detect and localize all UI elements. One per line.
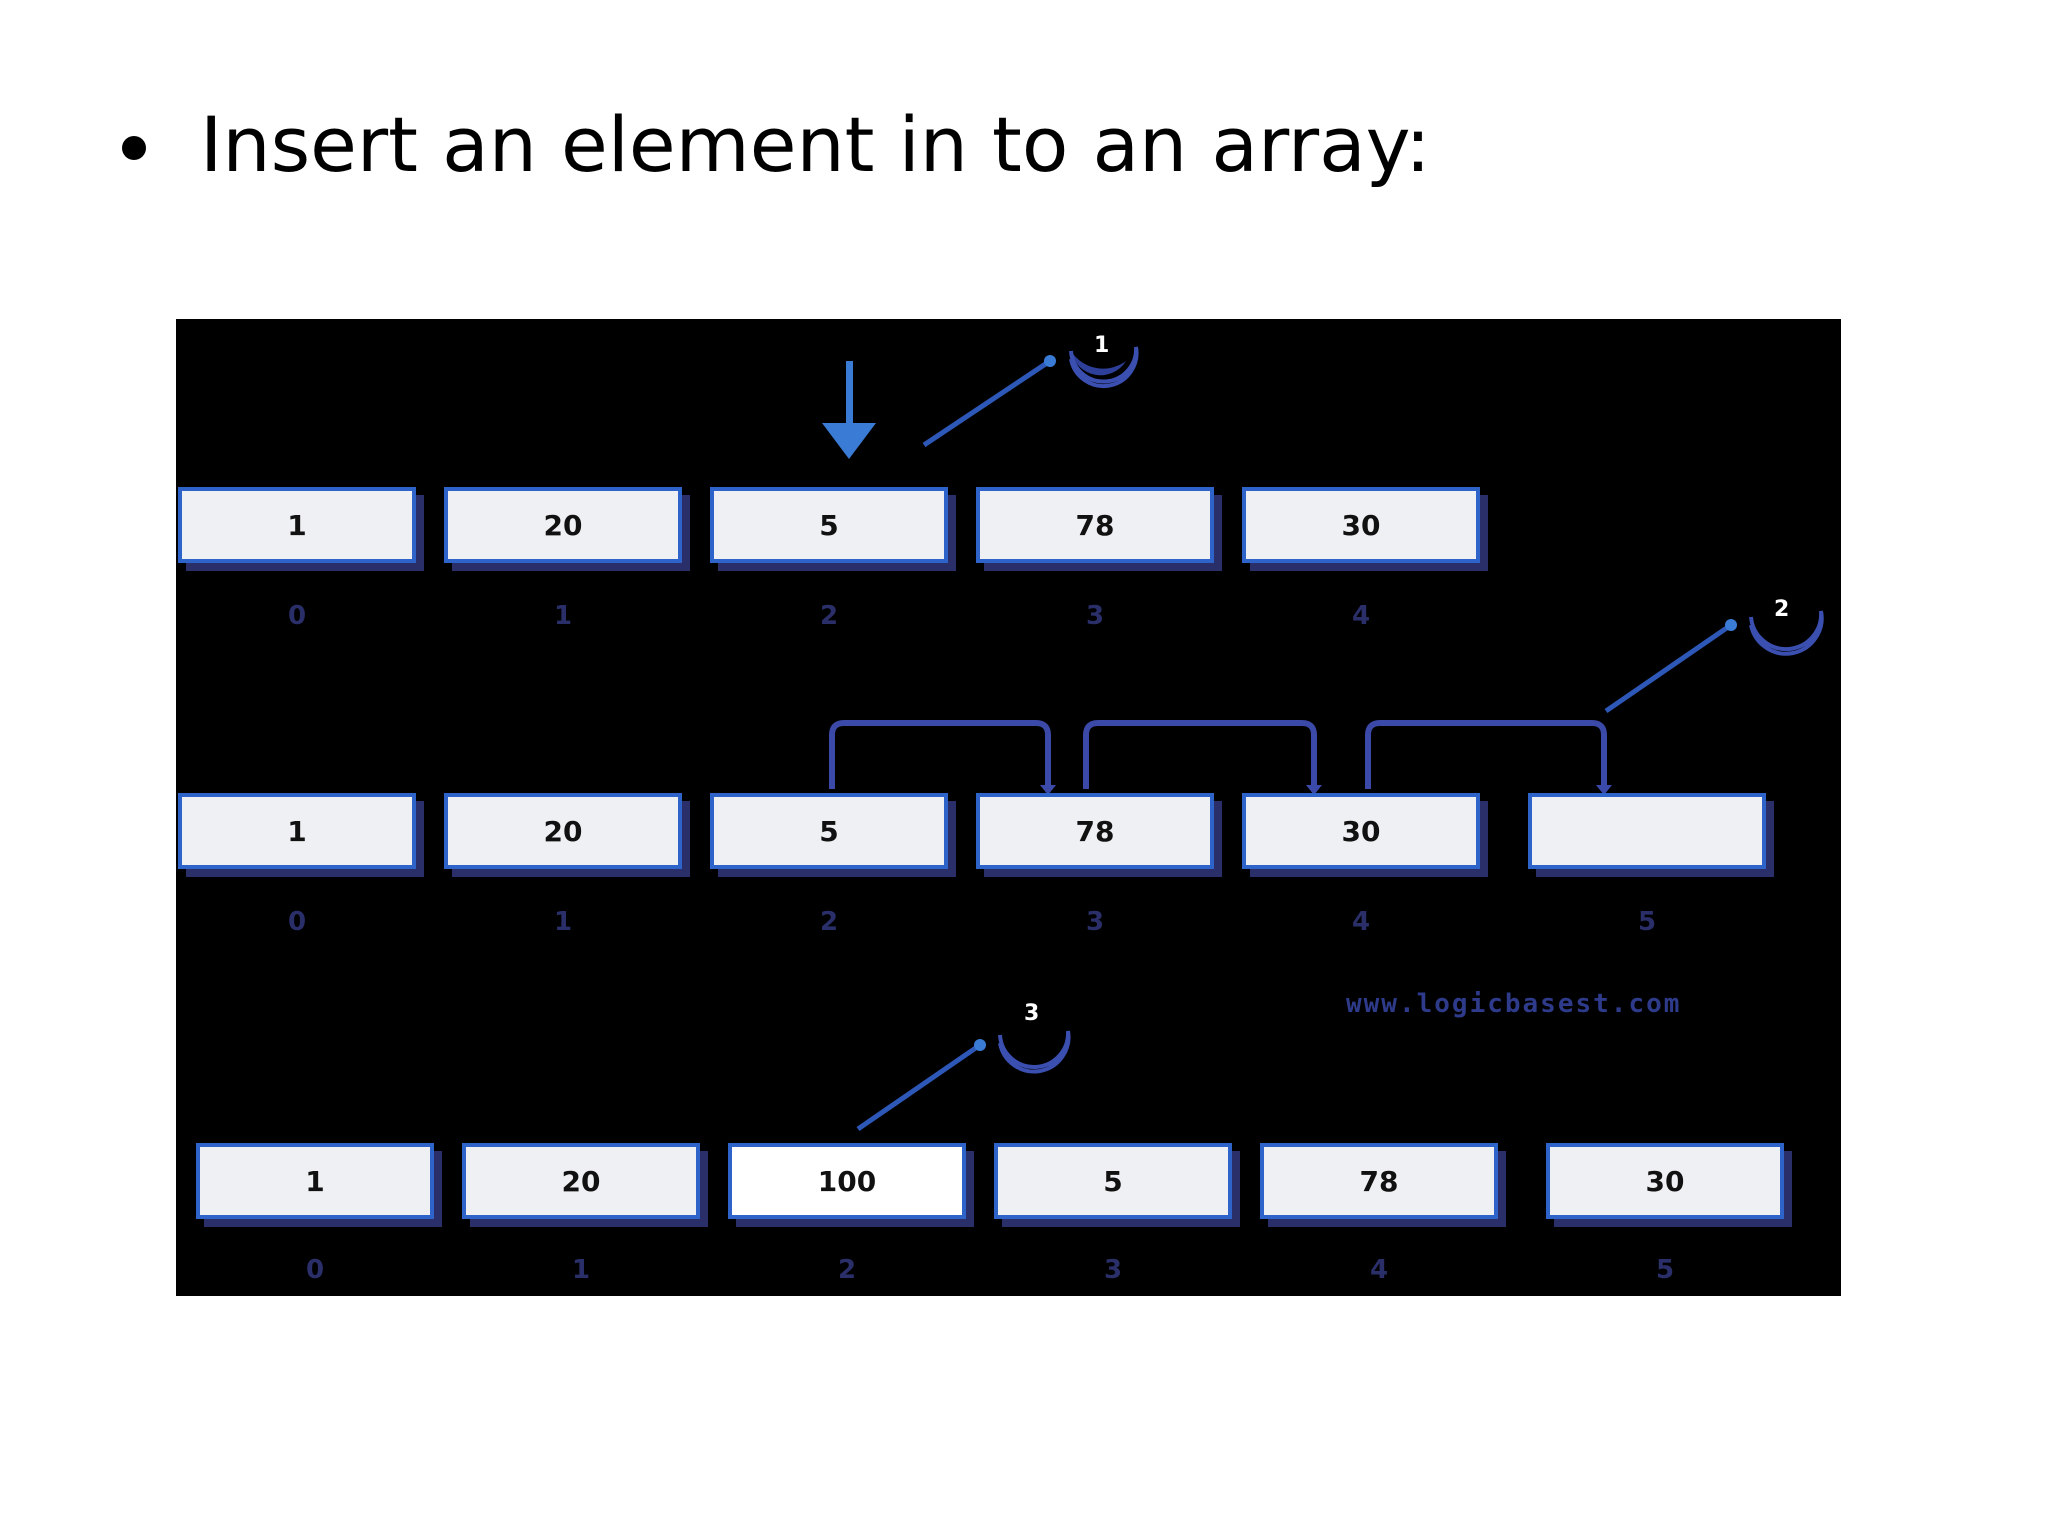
slide-title: Insert an element in to an array: — [200, 100, 1431, 189]
row2-index: 5 — [1637, 907, 1657, 937]
row1-index: 0 — [287, 601, 307, 631]
row1-index: 4 — [1351, 601, 1371, 631]
row2-cell: 1 — [178, 793, 416, 869]
row3-cell: 30 — [1546, 1143, 1784, 1219]
row2-index: 3 — [1085, 907, 1105, 937]
row2-index: 1 — [553, 907, 573, 937]
row2-index: 0 — [287, 907, 307, 937]
step-label-2: 2 — [1774, 597, 1790, 622]
row3-index: 3 — [1103, 1255, 1123, 1285]
step-label-1: 1 — [1094, 333, 1110, 358]
row3-cell: 1 — [196, 1143, 434, 1219]
row2-cell: 20 — [444, 793, 682, 869]
row1-index: 1 — [553, 601, 573, 631]
row2-cell: 30 — [1242, 793, 1480, 869]
row3-index: 2 — [837, 1255, 857, 1285]
step-label-3: 3 — [1024, 1001, 1040, 1026]
figure-graphics — [822, 346, 1824, 1132]
row3-index: 1 — [571, 1255, 591, 1285]
row1-cell: 20 — [444, 487, 682, 563]
row2-cell: 78 — [976, 793, 1214, 869]
row2-cell: 5 — [710, 793, 948, 869]
row2-index: 4 — [1351, 907, 1371, 937]
shift-connectors — [829, 720, 1607, 789]
row1-cell: 1 — [178, 487, 416, 563]
row1-cell: 30 — [1242, 487, 1480, 563]
insert-position-arrow-icon — [822, 361, 876, 459]
row3-index: 0 — [305, 1255, 325, 1285]
row1-cell: 5 — [710, 487, 948, 563]
array-insertion-figure: 1 2 3 1 20 5 78 30 0 1 2 3 4 1 20 5 78 3… — [176, 319, 1841, 1296]
row1-cell: 78 — [976, 487, 1214, 563]
step-2-callout-icon — [1604, 610, 1824, 714]
row1-index: 2 — [819, 601, 839, 631]
row3-index: 5 — [1655, 1255, 1675, 1285]
step-3-callout-icon — [856, 1030, 1071, 1132]
step-1-callout-icon — [922, 346, 1139, 448]
row3-cell: 5 — [994, 1143, 1232, 1219]
bullet-dot-icon — [122, 135, 146, 160]
row2-empty-cell — [1528, 793, 1766, 869]
row3-index: 4 — [1369, 1255, 1389, 1285]
row1-index: 3 — [1085, 601, 1105, 631]
slide-bullet: Insert an element in to an array: — [122, 100, 1431, 189]
watermark: www.logicbasest.com — [1346, 989, 1682, 1019]
row3-inserted-cell: 100 — [728, 1143, 966, 1219]
row2-index: 2 — [819, 907, 839, 937]
row3-cell: 78 — [1260, 1143, 1498, 1219]
row3-cell: 20 — [462, 1143, 700, 1219]
